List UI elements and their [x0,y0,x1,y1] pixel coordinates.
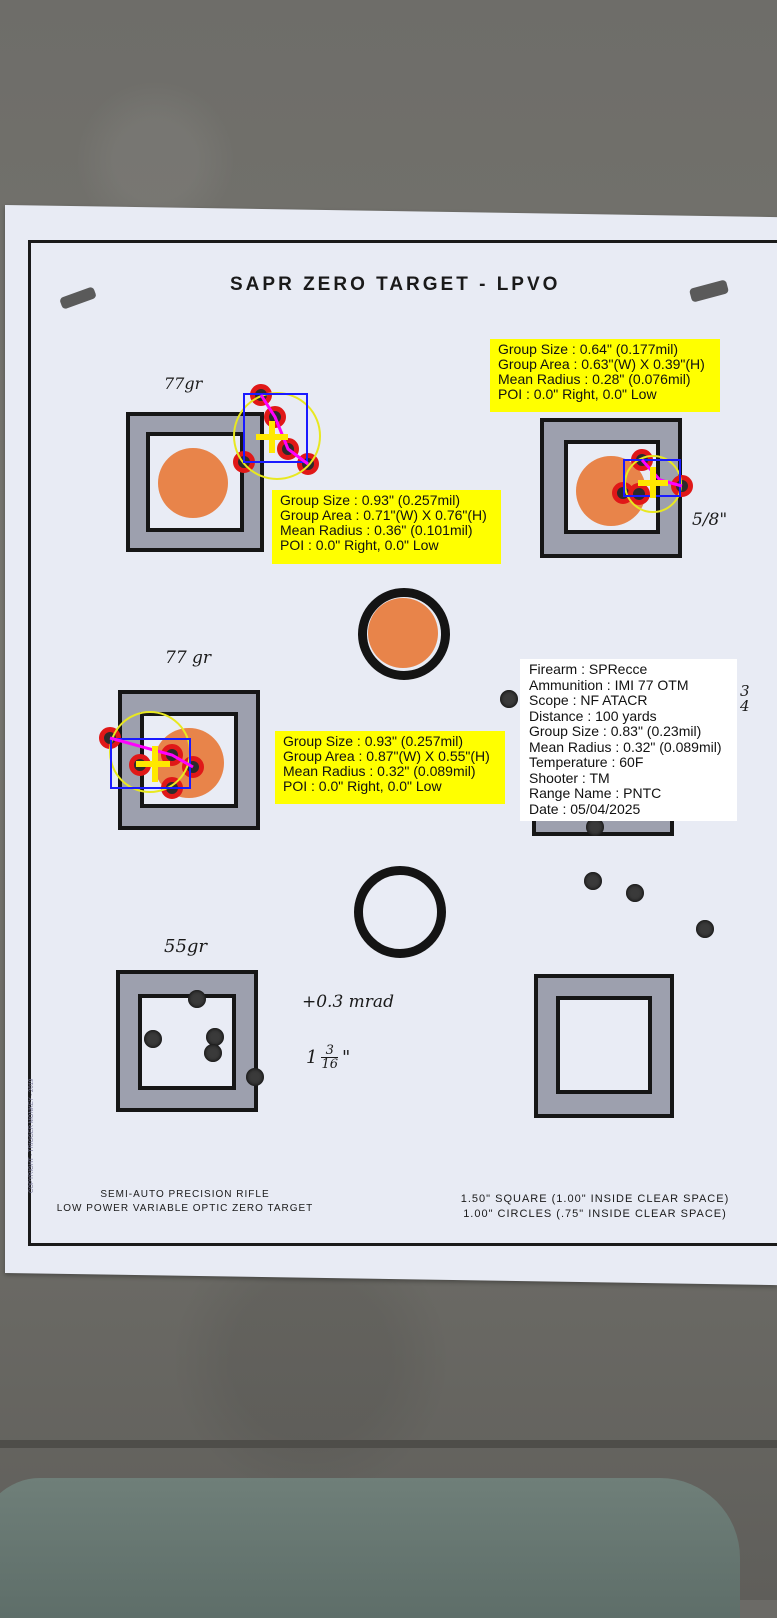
group-size: Group Size : 0.64" (0.177mil) [498,341,679,357]
concrete-seam [0,1440,777,1448]
shot-marker [631,449,653,471]
shot-marker [161,777,183,799]
copyright-notice: COPYRIGHT - TRIGGER MONKEY - 2019 [29,1078,35,1193]
offset-whole: 1 [306,1047,318,1068]
bullet-hole [204,1044,222,1062]
fraction-denominator: 4 [740,697,750,715]
circle-target-lower [354,866,446,958]
shot-marker [277,438,299,460]
footer-right: 1.50" SQUARE (1.00" INSIDE CLEAR SPACE) … [420,1192,770,1222]
footer-left-line-2: LOW POWER VARIABLE OPTIC ZERO TARGET [56,1203,314,1214]
poi: POI : 0.0" Right, 0.0" Low [498,386,657,402]
shot-marker [628,483,650,505]
shot-marker [233,451,255,473]
mean-radius: Mean Radius : 0.36" (0.101mil) [280,522,473,538]
shot-marker [99,727,121,749]
scope: Scope : NF ATACR [529,692,648,708]
sheet-border [28,240,777,1246]
group-area: Group Area : 0.63"(W) X 0.39"(H) [498,356,705,372]
note-bottom-left: 55gr [164,936,208,957]
note-mid-left: 77 gr [165,648,212,668]
footer-right-line-1: 1.50" SQUARE (1.00" INSIDE CLEAR SPACE) [460,1193,730,1205]
note-adjustment: +0.3 mrad [302,992,394,1012]
mean-radius: Mean Radius : 0.32" (0.089mil) [283,763,476,779]
note-top-right: 5/8" [692,510,728,530]
footer-left: SEMI-AUTO PRECISION RIFLE LOW POWER VARI… [40,1188,330,1216]
session-info-panel: Firearm : SPRecce Ammunition : IMI 77 OT… [520,659,737,821]
shot-marker [671,475,693,497]
bullet-hole [144,1030,162,1048]
square-inner-bottom-right [556,996,652,1094]
overall-group-size: Group Size : 0.83" (0.23mil) [529,723,702,739]
shot-marker [129,754,151,776]
bullet-hole [586,818,604,836]
bullet-hole [626,884,644,902]
bullet-hole [696,920,714,938]
shot-marker [250,384,272,406]
note-top-left: 77gr [164,374,203,393]
group-stats-top-left: Group Size : 0.93" (0.257mil) Group Area… [272,490,501,564]
note-mid-right-fraction: 3 4 [740,684,750,714]
aim-dot-center [368,598,438,668]
group-stats-mid-left: Group Size : 0.93" (0.257mil) Group Area… [275,731,505,804]
shot-marker [182,756,204,778]
group-area: Group Area : 0.71"(W) X 0.76"(H) [280,507,487,523]
offset-numerator: 3 [321,1044,338,1058]
date: Date : 05/04/2025 [529,800,641,817]
footer-left-line-1: SEMI-AUTO PRECISION RIFLE [100,1189,270,1200]
pants-leg [0,1478,740,1618]
poi: POI : 0.0" Right, 0.0" Low [280,537,439,553]
poi: POI : 0.0" Right, 0.0" Low [283,778,442,794]
shooter: Shooter : TM [529,769,610,786]
shot-marker [264,406,286,428]
overall-mean-radius: Mean Radius : 0.32" (0.089mil) [529,738,722,755]
target-title: SAPR ZERO TARGET - LPVO [230,274,561,295]
distance: Distance : 100 yards [529,707,657,724]
offset-denominator: 16 [321,1057,338,1072]
ammunition: Ammunition : IMI 77 OTM [529,676,689,693]
group-stats-top-right: Group Size : 0.64" (0.177mil) Group Area… [490,339,720,412]
range-name: Range Name : PNTC [529,785,662,801]
group-size: Group Size : 0.93" (0.257mil) [280,492,461,508]
firearm: Firearm : SPRecce [529,661,648,677]
bullet-hole [246,1068,264,1086]
note-offset: 1 3 16 " [306,1044,350,1071]
shot-marker [297,453,319,475]
fraction-numerator: 3 [740,682,750,700]
group-size: Group Size : 0.93" (0.257mil) [283,733,464,749]
offset-unit: " [342,1047,351,1068]
shot-marker [161,744,183,766]
bullet-hole [584,872,602,890]
mean-radius: Mean Radius : 0.28" (0.076mil) [498,371,691,387]
temperature: Temperature : 60F [529,754,644,770]
group-area: Group Area : 0.87"(W) X 0.55"(H) [283,748,490,764]
bullet-hole [206,1028,224,1046]
aim-dot-top-left [158,448,228,518]
bullet-hole [188,990,206,1008]
offset-fraction: 3 16 [321,1044,338,1071]
bullet-hole [500,690,518,708]
footer-right-line-2: 1.00" CIRCLES (.75" INSIDE CLEAR SPACE) [463,1208,727,1220]
